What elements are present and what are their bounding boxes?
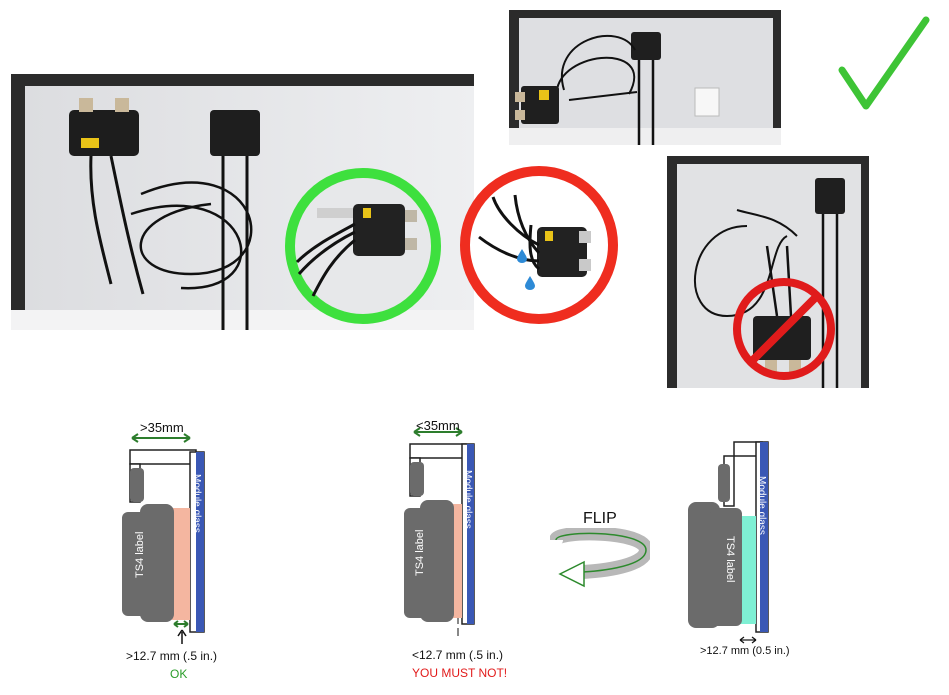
- flip-label: FLIP: [583, 510, 617, 527]
- verdict-label: YOU MUST NOT!: [412, 666, 508, 680]
- check-mark-icon: [838, 14, 930, 114]
- water-drop-icon: [517, 249, 527, 263]
- diagram-ok: >35mm Module glass TS4 label >12.7 mm (.…: [118, 418, 258, 688]
- ts4-label: TS4 label: [134, 531, 146, 578]
- width-label: >35mm: [140, 420, 184, 435]
- verdict-label: OK: [170, 667, 188, 681]
- gap-label: >12.7 mm (0.5 in.): [700, 645, 790, 657]
- gap-label: >12.7 mm (.5 in.): [126, 649, 218, 663]
- ts4-label: TS4 label: [724, 536, 736, 583]
- diagram-flipped: Module glass TS4 label >12.7 mm (0.5 in.…: [684, 436, 824, 676]
- no-entry-icon: [733, 278, 835, 380]
- width-label: <35mm: [416, 418, 460, 433]
- ts4-label: TS4 label: [414, 529, 426, 576]
- panel-photo-ok: [509, 10, 781, 145]
- panel-photo-not-ok: [667, 156, 869, 388]
- glass-label: Module glass: [462, 470, 473, 529]
- incorrect-mount-circle: [459, 165, 619, 325]
- flip-arrow-icon: [549, 526, 654, 594]
- glass-label: Module glass: [191, 474, 202, 533]
- glass-label: Module glass: [756, 476, 767, 535]
- water-drop-icon: [525, 276, 535, 290]
- diagram-bad: <35mm Module glass TS4 label <12.7 mm (.…: [398, 418, 538, 688]
- correct-mount-circle: [283, 166, 443, 326]
- gap-label: <12.7 mm (.5 in.): [412, 648, 504, 662]
